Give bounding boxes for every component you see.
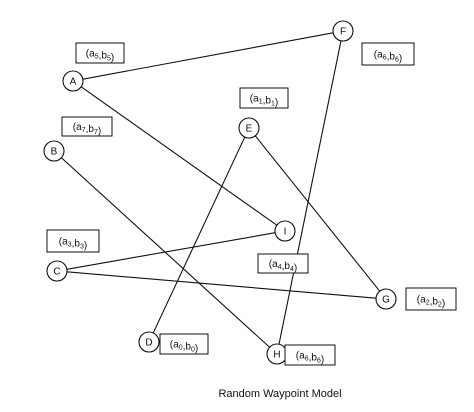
coord-label-g: (a2,b2) bbox=[405, 287, 457, 311]
node-i: I bbox=[274, 220, 296, 242]
coord-box bbox=[257, 253, 309, 274]
coord-text: (a3,b3) bbox=[59, 237, 87, 252]
node-label: C bbox=[53, 267, 60, 278]
coord-label-i: (a4,b4) bbox=[257, 253, 309, 274]
node-circle bbox=[375, 288, 397, 310]
coord-box bbox=[159, 333, 209, 355]
node-label: B bbox=[51, 147, 58, 158]
node-circle bbox=[238, 117, 260, 139]
edges-layer bbox=[61, 32, 381, 348]
node-g: G bbox=[375, 288, 397, 310]
nodes-layer: A B C D E F G H I bbox=[43, 20, 397, 365]
node-d: D bbox=[138, 331, 160, 353]
node-circle bbox=[43, 140, 65, 162]
coord-text: (a6,b6) bbox=[374, 50, 402, 65]
node-label: G bbox=[382, 295, 390, 306]
coord-text: (a0,b0) bbox=[170, 340, 198, 355]
coord-label-c: (a3,b3) bbox=[46, 229, 100, 253]
node-b: B bbox=[43, 140, 65, 162]
node-circle bbox=[138, 331, 160, 353]
coord-text: (a6,b6) bbox=[296, 351, 324, 366]
coord-text: (a7,b7) bbox=[73, 122, 101, 137]
coord-label-f: (a6,b6) bbox=[361, 42, 415, 66]
coord-label-h: (a6,b6) bbox=[284, 344, 336, 366]
edge-a-f bbox=[82, 32, 334, 80]
diagram-caption: Random Waypoint Model bbox=[218, 388, 341, 400]
edge-f-h bbox=[278, 40, 342, 345]
node-label: H bbox=[273, 350, 280, 361]
edge-e-g bbox=[254, 135, 381, 292]
node-circle bbox=[332, 20, 354, 42]
coord-label-b: (a7,b7) bbox=[61, 116, 113, 137]
coord-box bbox=[75, 42, 125, 64]
edge-c-g bbox=[66, 271, 377, 299]
coord-label-d: (a0,b0) bbox=[159, 333, 209, 355]
coord-box bbox=[405, 287, 457, 311]
coord-box bbox=[361, 42, 415, 66]
node-circle bbox=[62, 70, 84, 92]
coord-box bbox=[61, 116, 113, 137]
coord-text: (a2,b2) bbox=[417, 295, 445, 310]
node-label: E bbox=[246, 124, 253, 135]
coord-text: (a4,b4) bbox=[269, 259, 297, 274]
node-f: F bbox=[332, 20, 354, 42]
coord-label-a: (a5,b5) bbox=[75, 42, 125, 64]
coord-box bbox=[284, 344, 336, 366]
edge-a-i bbox=[80, 86, 278, 226]
coord-box bbox=[239, 87, 289, 109]
node-c: C bbox=[46, 260, 68, 282]
node-label: I bbox=[284, 227, 287, 238]
node-circle bbox=[46, 260, 68, 282]
node-e: E bbox=[238, 117, 260, 139]
coord-text: (a1,b1) bbox=[250, 94, 278, 109]
coord-box bbox=[46, 229, 100, 253]
edge-d-e bbox=[152, 136, 246, 334]
node-label: F bbox=[340, 27, 346, 38]
edge-c-i bbox=[66, 232, 276, 270]
coordinate-labels-layer: (a5,b5) (a6,b6) (a1,b1) (a7,b7) (a3,b3) (a4,b… bbox=[46, 42, 457, 366]
node-label: D bbox=[145, 338, 152, 349]
node-label: A bbox=[70, 77, 77, 88]
node-a: A bbox=[62, 70, 84, 92]
node-h: H bbox=[266, 343, 288, 365]
coord-label-e: (a1,b1) bbox=[239, 87, 289, 109]
coord-text: (a5,b5) bbox=[86, 49, 114, 64]
node-circle bbox=[274, 220, 296, 242]
